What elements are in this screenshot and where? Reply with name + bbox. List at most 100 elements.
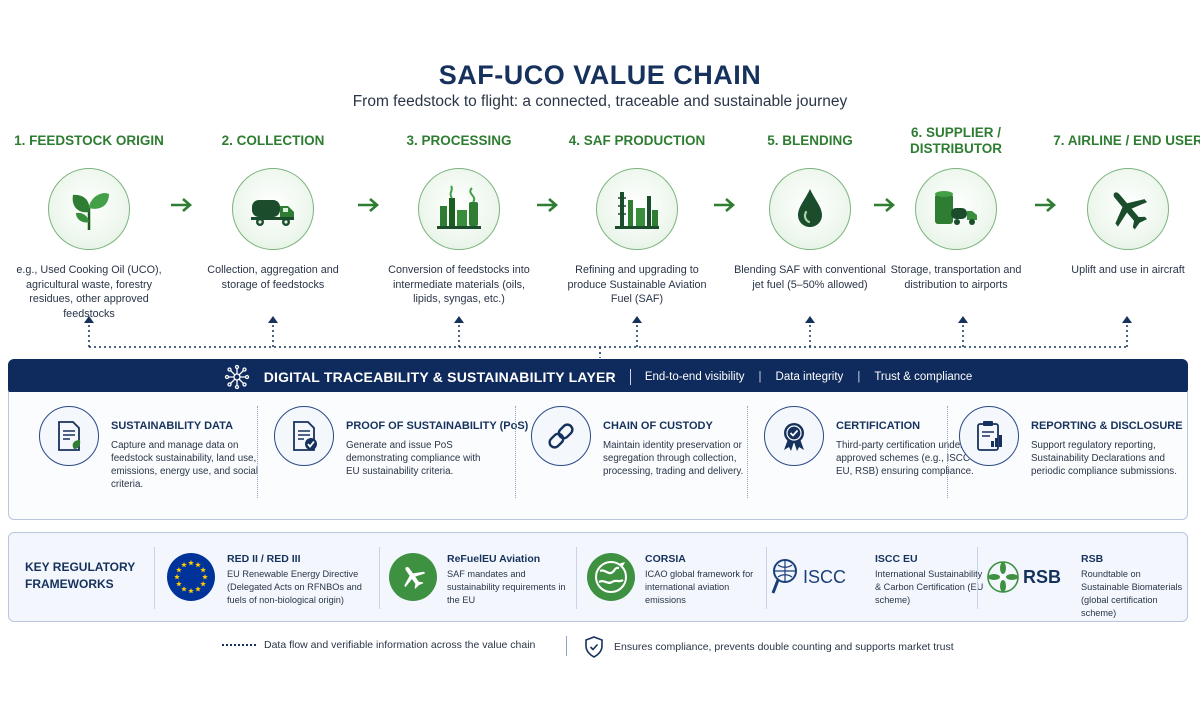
reg-rsb: RSB RSB Roundtable on Sustainable Biomat… — [985, 545, 1185, 618]
reg-description: EU Renewable Energy Directive (Delegated… — [227, 569, 362, 605]
eu-star — [176, 581, 182, 587]
eu-star — [200, 581, 206, 587]
eu-star — [200, 567, 206, 573]
airplane-icon — [1113, 192, 1148, 230]
stage-icon-circle — [1087, 168, 1169, 250]
chain-link-icon — [548, 423, 574, 449]
stage-blending: 5. BLENDING Blending SAF with convention… — [726, 124, 894, 292]
truck-icon — [251, 200, 294, 226]
refueleu-plane-icon — [389, 553, 437, 601]
traceability-layer-panel: SUSTAINABILITY DATA Capture and manage d… — [8, 392, 1188, 520]
stage-description: Storage, transportation and distribution… — [890, 264, 1022, 291]
stage-title: 7. AIRLINE / END USER — [1053, 133, 1200, 148]
stage-processing: 3. PROCESSING Conversion of feedstocks i… — [375, 124, 543, 307]
eu-star — [188, 560, 194, 566]
stage-description: Uplift and use in aircraft — [1071, 264, 1185, 276]
stage-title: 4. SAF PRODUCTION — [568, 133, 706, 148]
reg-name: ISCC EU — [875, 553, 918, 565]
regulatory-heading: KEY REGULATORY FRAMEWORKS — [25, 559, 145, 593]
iscc-logo-icon: ISCC — [771, 553, 861, 601]
reg-description: International Sustainability & Carbon Ce… — [875, 569, 984, 605]
card-icon-circle — [39, 406, 99, 466]
reg-divider — [379, 547, 380, 609]
footer-divider — [566, 636, 567, 656]
storage-tanker-icon — [935, 191, 977, 225]
card-icon-circle — [764, 406, 824, 466]
reg-description: Roundtable on Sustainable Biomaterials (… — [1081, 569, 1183, 618]
network-icon — [224, 364, 249, 390]
card-title: CERTIFICATION — [836, 420, 921, 432]
card-description: Support regulatory reporting, Sustainabi… — [1031, 440, 1177, 477]
stage-title: 6. SUPPLIER / DISTRIBUTOR — [909, 125, 1002, 156]
reg-name: ReFuelEU Aviation — [447, 553, 541, 565]
leaf-icon — [72, 193, 109, 230]
card-icon-circle — [959, 406, 1019, 466]
stage-airline-end-user: 7. AIRLINE / END USER Uplift and use in … — [1044, 124, 1200, 278]
banner-tag: Trust & compliance — [874, 371, 973, 383]
stage-title: 2. COLLECTION — [221, 133, 325, 148]
eu-star — [181, 586, 187, 592]
card-title: SUSTAINABILITY DATA — [111, 420, 234, 432]
page-title: SAF-UCO VALUE CHAIN — [438, 60, 762, 90]
stage-title: 1. FEEDSTOCK ORIGIN — [14, 133, 164, 148]
reg-name: RSB — [1081, 553, 1104, 565]
rsb-logo-icon: RSB — [985, 553, 1065, 601]
stage-supplier-distributor: 6. SUPPLIER / DISTRIBUTOR Storage, trans… — [872, 124, 1040, 292]
banner-divider — [629, 369, 631, 385]
document-check-icon — [293, 421, 317, 451]
dotted-line-legend-icon — [222, 644, 256, 646]
card-title: REPORTING & DISCLOSURE — [1031, 420, 1183, 432]
footer-data-flow: Data flow and verifiable information acr… — [222, 639, 535, 651]
reg-red: RED II / RED III EU Renewable Energy Dir… — [167, 545, 377, 613]
card-certification: CERTIFICATION Third-party certification … — [764, 402, 974, 507]
stage-icon-circle — [418, 168, 500, 250]
stage-icon-circle — [915, 168, 997, 250]
stage-description: e.g., Used Cooking Oil (UCO), agricultur… — [16, 264, 162, 320]
stage-icon-circle — [48, 168, 130, 250]
processing-plant-icon — [437, 185, 481, 229]
card-title: CHAIN OF CUSTODY — [603, 420, 713, 432]
card-divider — [947, 406, 948, 498]
stage-description: Conversion of feedstocks into intermedia… — [388, 264, 530, 305]
reg-name: RED II / RED III — [227, 553, 301, 565]
stage-feedstock-origin: 1. FEEDSTOCK ORIGIN e.g., Used Cooking O… — [5, 124, 173, 321]
rsb-logo-text: RSB — [1023, 566, 1062, 587]
banner-pipe: | — [758, 371, 762, 383]
reg-refueleu: ReFuelEU Aviation SAF mandates and susta… — [389, 545, 569, 613]
flow-arrow-icon — [171, 198, 192, 212]
banner-tag: End-to-end visibility — [644, 371, 745, 383]
eu-star — [176, 567, 182, 573]
card-divider — [257, 406, 258, 498]
flow-arrow-icon — [714, 198, 735, 212]
card-sustainability-data: SUSTAINABILITY DATA Capture and manage d… — [39, 402, 264, 507]
card-reporting-disclosure: REPORTING & DISCLOSURE Support regulator… — [959, 402, 1184, 507]
banner-pipe: | — [857, 371, 861, 383]
regulatory-heading-text: KEY REGULATORY FRAMEWORKS — [25, 560, 136, 591]
card-description: Third-party certification under approved… — [836, 440, 974, 477]
stage-icon-circle — [769, 168, 851, 250]
data-flow-connector — [84, 316, 1132, 358]
banner-tag: Data integrity — [775, 371, 844, 383]
stage-title: 3. PROCESSING — [406, 133, 512, 148]
refinery-icon — [615, 192, 659, 229]
footer-data-flow-text: Data flow and verifiable information acr… — [264, 639, 536, 651]
reg-divider — [977, 547, 978, 609]
stage-description: Refining and upgrading to produce Sustai… — [567, 264, 707, 305]
reg-name: CORSIA — [645, 553, 686, 565]
card-description: Capture and manage data on feedstock sus… — [111, 440, 259, 490]
eu-flag-icon — [167, 553, 215, 601]
document-leaf-icon — [58, 421, 81, 451]
clipboard-chart-icon — [977, 421, 1002, 451]
stage-collection: 2. COLLECTION Collection, aggregation an… — [189, 124, 357, 292]
eu-star — [188, 588, 194, 594]
card-icon-circle — [274, 406, 334, 466]
stage-title: 5. BLENDING — [767, 133, 853, 148]
stage-icon-circle — [232, 168, 314, 250]
flow-arrow-icon — [537, 198, 558, 212]
footer-compliance: Ensures compliance, prevents double coun… — [584, 636, 954, 658]
card-proof-of-sustainability: PROOF OF SUSTAINABILITY (PoS) Generate a… — [274, 402, 528, 507]
shield-check-icon — [585, 636, 603, 658]
stage-description: Blending SAF with conventional jet fuel … — [734, 264, 886, 291]
eu-star — [174, 574, 180, 580]
flow-arrow-icon — [358, 198, 379, 212]
